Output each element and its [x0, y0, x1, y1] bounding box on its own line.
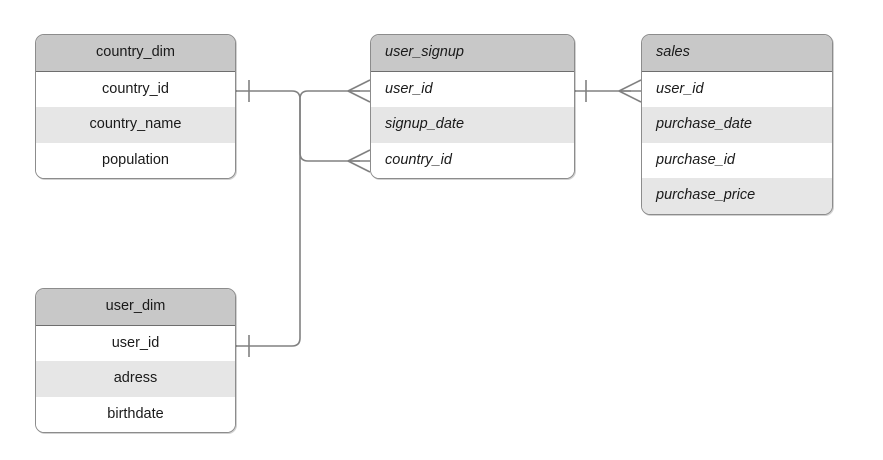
entity-field-sales-user_id: user_id — [642, 71, 832, 107]
entity-field-adress: adress — [36, 361, 235, 397]
entity-field-purchase_id: purchase_id — [642, 142, 832, 178]
entity-user_signup[interactable]: user_signup user_id signup_date country_… — [370, 34, 575, 179]
relationship-line-user-dim-user-signup — [236, 90, 360, 347]
entity-field-birthdate: birthdate — [36, 396, 235, 432]
entity-field-country_id: country_id — [36, 71, 235, 107]
entity-field-population: population — [36, 142, 235, 178]
entity-user_dim[interactable]: user_dim user_id adress birthdate — [35, 288, 236, 433]
entity-field-user_signup-user_id: user_id — [371, 71, 574, 107]
entity-sales[interactable]: sales user_id purchase_date purchase_id … — [641, 34, 833, 215]
entity-field-purchase_date: purchase_date — [642, 107, 832, 143]
entity-title-user_signup: user_signup — [371, 35, 574, 72]
entity-field-user_signup-country_id: country_id — [371, 142, 574, 178]
entity-field-user_dim-user_id: user_id — [36, 325, 235, 361]
entity-title-country_dim: country_dim — [36, 35, 235, 72]
cardinality-many-user-signup-country-id — [347, 149, 371, 173]
entity-title-sales: sales — [642, 35, 832, 72]
entity-field-signup_date: signup_date — [371, 107, 574, 143]
entity-country_dim[interactable]: country_dim country_id country_name popu… — [35, 34, 236, 179]
cardinality-many-user-signup-user-id — [347, 79, 371, 103]
entity-field-purchase_price: purchase_price — [642, 178, 832, 214]
entity-title-user_dim: user_dim — [36, 289, 235, 326]
entity-field-country_name: country_name — [36, 107, 235, 143]
relationship-line-country-dim-user-signup — [236, 90, 360, 162]
cardinality-many-sales-user-id — [618, 79, 642, 103]
